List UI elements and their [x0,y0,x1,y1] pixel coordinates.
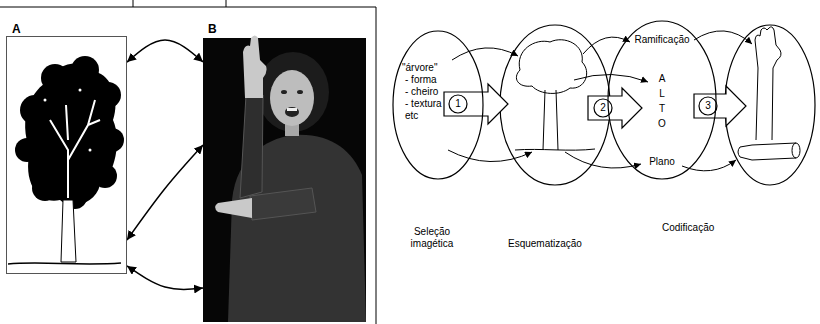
mapping-arrow [682,160,736,171]
leaf-gap [79,89,82,92]
forearm-outline [752,143,796,160]
flat-hand [215,198,252,218]
photo-panel: B [203,22,371,322]
flat-sleeve [250,188,316,220]
mapping-arrow [694,31,752,44]
photo-frame [203,36,371,322]
stage-oval: "árvore"- forma- cheiro- texturaetc [392,30,484,180]
panel-letter: A [12,22,127,36]
photo-ground [203,38,366,322]
mapping-arrow [565,152,641,168]
eye [297,90,303,94]
mapping-connector [127,40,203,62]
mouth [285,107,299,117]
foliage [71,56,99,84]
signer-photo [203,36,366,323]
tick-mark [133,0,134,7]
eye [281,90,287,94]
tree-sketch [515,40,595,150]
panel-frame [6,36,127,274]
stage-label: Codificação [662,222,714,234]
schema-feature: ALTO [657,71,667,131]
trunk-outline [543,90,558,150]
foliage [95,82,121,108]
hand-outline [738,145,752,160]
tree-trunk [61,200,76,262]
mapping-connector [127,266,203,289]
foliage [41,64,69,92]
frame-line [376,7,377,324]
hair [257,52,329,132]
tree-branches [50,100,100,198]
arm-sketch [738,27,800,160]
leaf-gap [44,99,47,102]
raised-sleeve [240,95,263,198]
hand-outline [755,27,781,68]
mapping-arrow [452,48,518,60]
feature-item: - forma [405,74,437,86]
stage-label: Codificação [662,222,714,234]
schema-feature: Plano [649,156,675,168]
oval-outline [608,21,716,179]
callout-number: 1 [449,95,467,113]
crown-outline [516,40,586,94]
frame-line [0,7,376,8]
feature-item: - textura [405,98,442,110]
schema-feature: Ramificação [634,34,689,46]
forearm-outline [756,68,773,140]
number-circle [449,95,467,113]
callout-number: 1 [449,95,467,113]
face [270,70,314,126]
callout-number: 2 [594,99,612,117]
stage-oval: RamificaçãoALTO Plano [607,20,717,180]
stage-label: Seleção imagética [400,226,464,250]
ground-line [8,263,121,264]
block-arrow [444,84,508,124]
foliage [20,95,50,125]
concept-word: "árvore" [402,62,437,74]
feature-item: etc [405,110,418,122]
figure-frame [0,0,376,324]
stage-label: Esquematização [508,238,582,250]
stage-label: Seleção imagética [400,226,464,250]
callout-number: 3 [699,97,717,115]
leaf-gap [89,149,92,152]
image-panel: A [6,22,127,274]
ground-sketch [515,149,595,150]
mapping-arrow [448,150,532,162]
tree-silhouette [8,56,124,264]
foliage [15,138,39,162]
stage-arrows [444,84,746,128]
tick-mark [226,0,227,7]
teeth [287,108,297,111]
feature-item: - cheiro [405,86,438,98]
oval-outline [393,31,483,179]
block-arrow [588,88,642,128]
foliage [100,128,124,152]
callout-number: 3 [699,97,717,115]
callout-number: 2 [594,99,612,117]
panel-letter: B [208,22,371,36]
sleeve-end [792,143,800,158]
foliage [93,164,117,188]
block-arrow [694,86,746,126]
stage-label: Esquematização [508,238,582,250]
raised-hand [243,36,267,99]
foliage [32,175,58,201]
number-circle [699,97,717,115]
mapping-connector [127,145,203,240]
